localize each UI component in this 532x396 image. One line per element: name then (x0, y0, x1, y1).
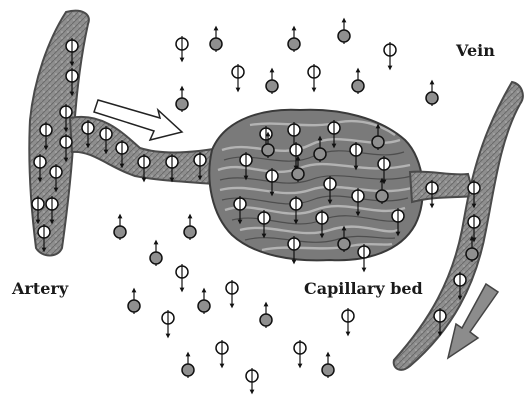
particle-icon (246, 368, 258, 392)
capillary-bed (209, 110, 422, 261)
particle-icon (342, 308, 354, 334)
particle-icon (426, 82, 438, 106)
particle-icon (182, 354, 194, 378)
particle-icon (176, 36, 188, 60)
particle-icon (128, 290, 140, 314)
venule-vessel (410, 172, 474, 202)
particle-icon (210, 28, 222, 52)
particle-icon (176, 88, 188, 112)
particle-icon (288, 28, 300, 52)
particle-icon (384, 42, 396, 68)
particle-icon (322, 354, 334, 378)
particle-icon (226, 280, 238, 306)
particle-icon (294, 340, 306, 366)
capillary-bed-label: Capillary bed (304, 279, 423, 298)
particle-icon (338, 20, 350, 44)
particle-icon (176, 264, 188, 290)
particle-icon (198, 290, 210, 314)
particle-icon (260, 304, 272, 328)
artery-label: Artery (11, 279, 69, 298)
particle-icon (426, 180, 438, 206)
particle-icon (266, 70, 278, 94)
particle-icon (308, 64, 320, 90)
particle-icon (184, 216, 196, 240)
particle-icon (162, 310, 174, 336)
particle-icon (114, 216, 126, 240)
particle-icon (232, 64, 244, 90)
particle-icon (352, 70, 364, 94)
particle-icon (150, 242, 162, 266)
particle-icon (358, 244, 370, 270)
vein-label: Vein (455, 41, 495, 60)
particle-icon (216, 340, 228, 366)
